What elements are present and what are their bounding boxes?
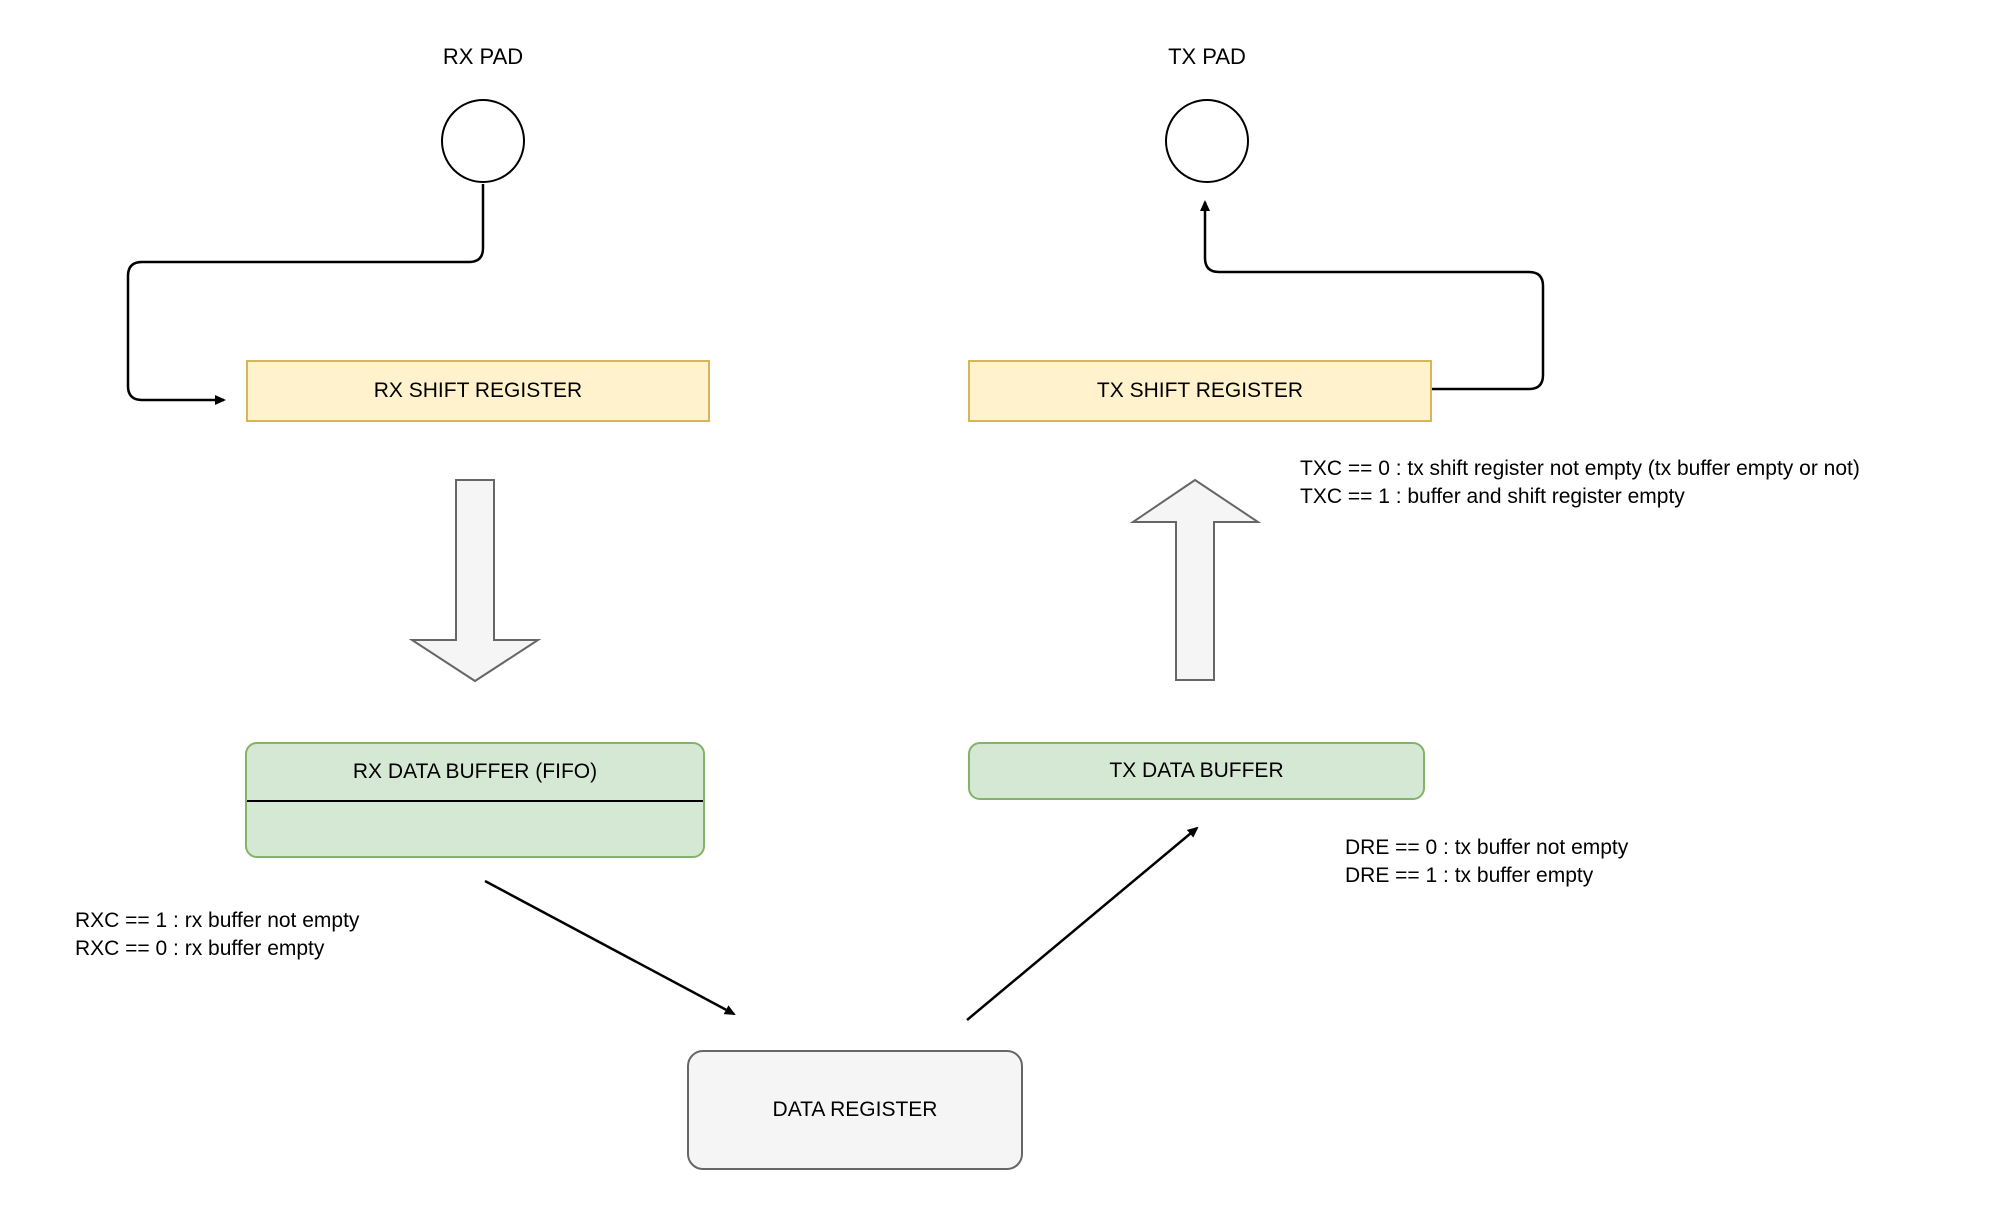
rx-data-buffer-slot-bottom: [247, 802, 703, 856]
data-register-to-tx-buffer-connector: [966, 826, 1199, 1021]
rx-buffer-to-data-register-connector: [484, 879, 736, 1016]
txc-annotation-line2: TXC == 1 : buffer and shift register emp…: [1300, 485, 1685, 508]
rx-pad-circle: [441, 99, 525, 183]
rx-shift-to-rx-buffer-block-arrow: [408, 479, 542, 683]
tx-buffer-to-tx-shift-block-arrow: [1129, 478, 1262, 681]
rx-shift-register-box: RX SHIFT REGISTER: [246, 360, 710, 422]
rxc-annotation-line2: RXC == 0 : rx buffer empty: [75, 937, 325, 960]
dre-annotation: DRE == 0 : tx buffer not empty DRE == 1 …: [1345, 834, 1628, 890]
dre-annotation-line1: DRE == 0 : tx buffer not empty: [1345, 836, 1629, 859]
txc-annotation-line1: TXC == 0 : tx shift register not empty (…: [1300, 457, 1860, 480]
tx-data-buffer-box: TX DATA BUFFER: [968, 742, 1425, 800]
tx-shift-register-label: TX SHIFT REGISTER: [1096, 379, 1304, 402]
txc-annotation: TXC == 0 : tx shift register not empty (…: [1300, 455, 1860, 511]
data-register-box: DATA REGISTER: [687, 1050, 1023, 1170]
tx-pad-label: TX PAD: [1168, 44, 1246, 69]
data-register-label: DATA REGISTER: [772, 1098, 938, 1121]
rx-data-buffer-slot-top: RX DATA BUFFER (FIFO): [247, 744, 703, 802]
rx-shift-register-label: RX SHIFT REGISTER: [373, 379, 583, 402]
rxc-annotation: RXC == 1 : rx buffer not empty RXC == 0 …: [75, 907, 359, 963]
tx-data-buffer-label: TX DATA BUFFER: [1109, 759, 1284, 782]
tx-shift-register-box: TX SHIFT REGISTER: [968, 360, 1432, 422]
rx-data-buffer-box: RX DATA BUFFER (FIFO): [245, 742, 705, 858]
tx-pad-circle: [1165, 99, 1249, 183]
dre-annotation-line2: DRE == 1 : tx buffer empty: [1345, 864, 1594, 887]
rx-pad-label: RX PAD: [442, 44, 524, 69]
rxc-annotation-line1: RXC == 1 : rx buffer not empty: [75, 909, 360, 932]
rx-data-buffer-label: RX DATA BUFFER (FIFO): [352, 760, 598, 783]
